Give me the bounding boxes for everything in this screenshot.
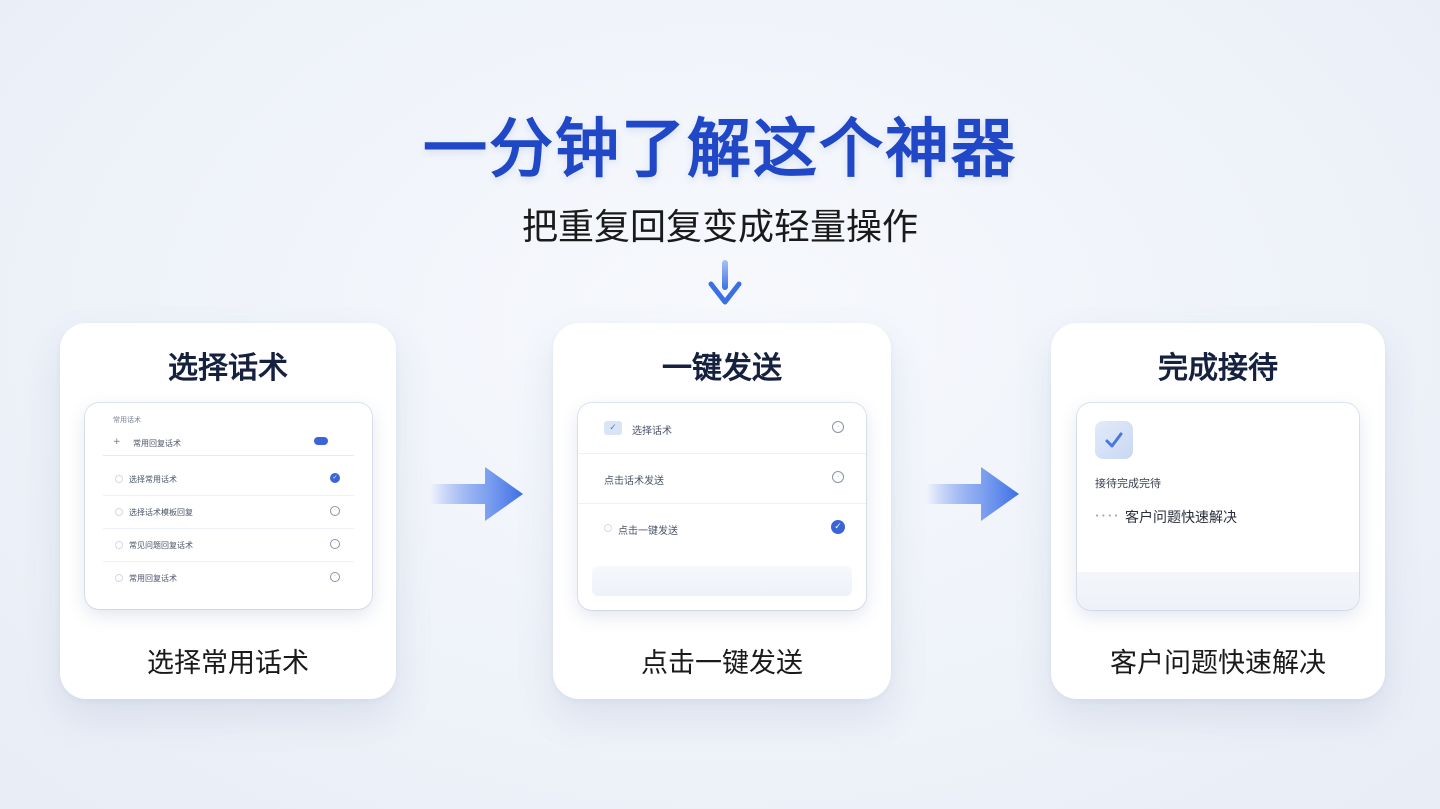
list-item-label: 选择常用话术	[129, 475, 177, 484]
step-caption: 选择常用话术	[147, 648, 309, 679]
complete-panel: 接待完成完待 • • • • 客户问题快速解决	[1077, 403, 1359, 610]
circle-icon: ·	[832, 471, 844, 483]
page-title: 一分钟了解这个神器	[423, 113, 1017, 187]
page-subtitle: 把重复回复变成轻量操作	[521, 207, 918, 248]
step-title: 选择话术	[168, 351, 288, 386]
radio-icon	[604, 524, 612, 532]
step-card-select: 选择话术 常用话术 + 常用回复话术 选择常用话术 ✓ 选择话术模板回复 · 常…	[60, 323, 396, 699]
complete-text: 客户问题快速解决	[1125, 510, 1237, 526]
complete-heading: 接待完成完待	[1095, 477, 1161, 490]
list-item-label: 点击一键发送	[618, 526, 678, 537]
circle-icon: ·	[330, 506, 340, 516]
radio-icon	[115, 541, 123, 549]
right-arrow-icon	[430, 467, 523, 521]
list-item[interactable]: 常用回复话术 ·	[103, 562, 354, 594]
list-item[interactable]: 选择常用话术 ✓	[103, 463, 354, 496]
list-item-label: 常用回复话术	[129, 574, 177, 583]
circle-icon: ·	[832, 421, 844, 433]
circle-icon: ·	[330, 539, 340, 549]
list-item-label: 点击话术发送	[604, 476, 664, 487]
plus-icon[interactable]: +	[113, 437, 121, 447]
panel-footer	[1077, 572, 1359, 610]
list-item-label: 选择话术	[632, 426, 672, 437]
dots-icon: • • • •	[1095, 512, 1119, 520]
check-icon: ✓	[330, 473, 340, 483]
step-card-complete: 完成接待 接待完成完待 • • • • 客户问题快速解决 客户问题快速解决	[1051, 323, 1385, 699]
list-item[interactable]: 选择话术模板回复 ·	[103, 496, 354, 529]
step-caption: 客户问题快速解决	[1110, 648, 1326, 679]
list-item[interactable]: ✓ 选择话术 ·	[578, 403, 866, 454]
list-item[interactable]: 常见问题回复话术 ·	[103, 529, 354, 562]
step-title: 完成接待	[1158, 351, 1278, 386]
message-icon: ✓	[604, 421, 622, 435]
down-arrow-icon	[708, 260, 742, 305]
right-arrow-icon	[926, 467, 1019, 521]
search-text: 常用回复话术	[133, 439, 181, 448]
check-badge-icon	[1095, 421, 1133, 459]
check-icon: ✓	[831, 520, 845, 534]
script-list: 选择常用话术 ✓ 选择话术模板回复 · 常见问题回复话术 · 常用回复话术 ·	[103, 463, 354, 594]
toggle-icon[interactable]	[314, 437, 328, 445]
circle-icon: ·	[330, 572, 340, 582]
list-item-label: 常见问题回复话术	[129, 541, 193, 550]
panel-footer	[592, 566, 852, 596]
step-title: 一键发送	[662, 351, 782, 386]
radio-icon	[115, 508, 123, 516]
script-picker-panel: 常用话术 + 常用回复话术 选择常用话术 ✓ 选择话术模板回复 · 常见问题回复…	[85, 403, 372, 609]
list-item[interactable]: 点击一键发送 ✓	[578, 503, 866, 553]
search-bar[interactable]: + 常用回复话术	[103, 431, 354, 456]
panel-header: 常用话术	[113, 416, 141, 424]
send-panel: ✓ 选择话术 · 点击话术发送 · 点击一键发送 ✓	[578, 403, 866, 610]
step-caption: 点击一键发送	[641, 648, 803, 679]
radio-icon	[115, 475, 123, 483]
list-item[interactable]: 点击话术发送 ·	[578, 453, 866, 504]
list-item-label: 选择话术模板回复	[129, 508, 193, 517]
step-card-send: 一键发送 ✓ 选择话术 · 点击话术发送 · 点击一键发送 ✓ 点击一键发送	[553, 323, 891, 699]
radio-icon	[115, 574, 123, 582]
